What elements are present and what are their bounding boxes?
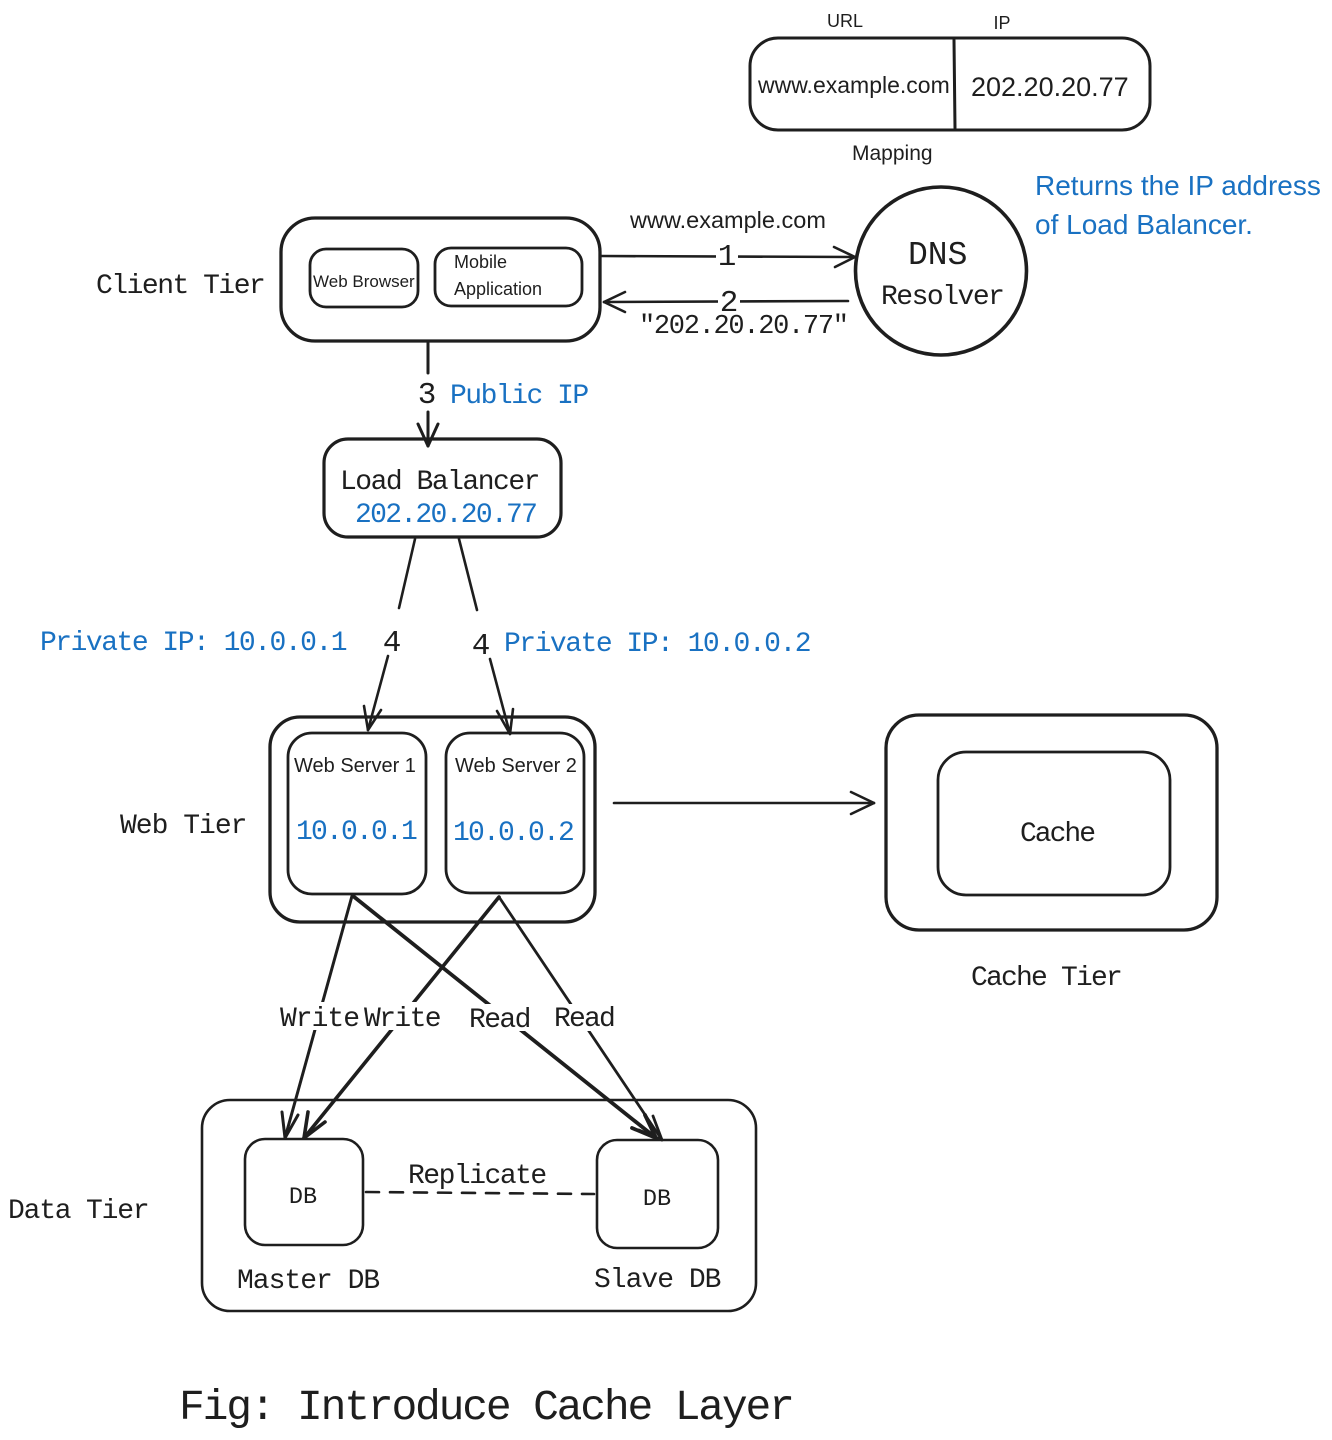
svg-text:Private IP: 10.0.0.1: Private IP: 10.0.0.1	[40, 628, 347, 659]
svg-text:1: 1	[718, 240, 737, 275]
svg-text:Cache Tier: Cache Tier	[971, 963, 1121, 994]
svg-text:Master DB: Master DB	[237, 1266, 379, 1297]
svg-text:URL: URL	[827, 11, 863, 31]
svg-text:Fig: Introduce Cache Layer: Fig: Introduce Cache Layer	[179, 1383, 793, 1432]
svg-text:Application: Application	[454, 279, 542, 299]
svg-text:3: 3	[418, 378, 437, 413]
svg-text:Mobile: Mobile	[454, 252, 507, 272]
svg-text:Read: Read	[469, 1005, 530, 1036]
svg-text:4: 4	[472, 629, 491, 664]
svg-text:www.example.com: www.example.com	[629, 207, 826, 233]
svg-text:Write: Write	[280, 1004, 359, 1035]
svg-text:DB: DB	[643, 1186, 671, 1213]
svg-text:Public IP: Public IP	[450, 381, 588, 412]
svg-text:2: 2	[720, 286, 739, 321]
svg-text:Resolver: Resolver	[881, 282, 1003, 313]
svg-text:Write: Write	[364, 1004, 440, 1035]
svg-text:Web Tier: Web Tier	[120, 811, 246, 842]
svg-text:4: 4	[383, 626, 402, 661]
svg-text:Read: Read	[554, 1004, 614, 1035]
svg-text:DB: DB	[289, 1184, 317, 1211]
svg-text:www.example.com: www.example.com	[757, 72, 950, 98]
svg-text:Load Balancer: Load Balancer	[340, 467, 539, 498]
svg-text:Data Tier: Data Tier	[8, 1196, 148, 1227]
svg-text:Private IP: 10.0.0.2: Private IP: 10.0.0.2	[504, 629, 810, 660]
svg-text:Slave DB: Slave DB	[594, 1265, 721, 1296]
svg-text:"202.20.20.77": "202.20.20.77"	[639, 312, 848, 342]
svg-text:Web Server 1: Web Server 1	[294, 755, 416, 777]
svg-text:IP: IP	[993, 13, 1010, 33]
svg-text:Client Tier: Client Tier	[96, 271, 264, 302]
svg-text:Mapping: Mapping	[852, 142, 933, 165]
svg-text:Returns the IP address: Returns the IP address	[1035, 170, 1321, 201]
svg-text:Web Browser: Web Browser	[313, 272, 415, 291]
svg-text:Cache: Cache	[1020, 819, 1094, 850]
svg-text:202.20.20.77: 202.20.20.77	[355, 500, 536, 531]
svg-text:Replicate: Replicate	[408, 1161, 546, 1192]
svg-text:DNS: DNS	[908, 237, 967, 274]
svg-text:202.20.20.77: 202.20.20.77	[971, 72, 1129, 102]
svg-text:10.0.0.2: 10.0.0.2	[453, 818, 573, 849]
svg-text:of Load Balancer.: of Load Balancer.	[1035, 209, 1253, 240]
svg-text:Web Server 2: Web Server 2	[455, 755, 577, 777]
svg-text:10.0.0.1: 10.0.0.1	[296, 817, 417, 848]
